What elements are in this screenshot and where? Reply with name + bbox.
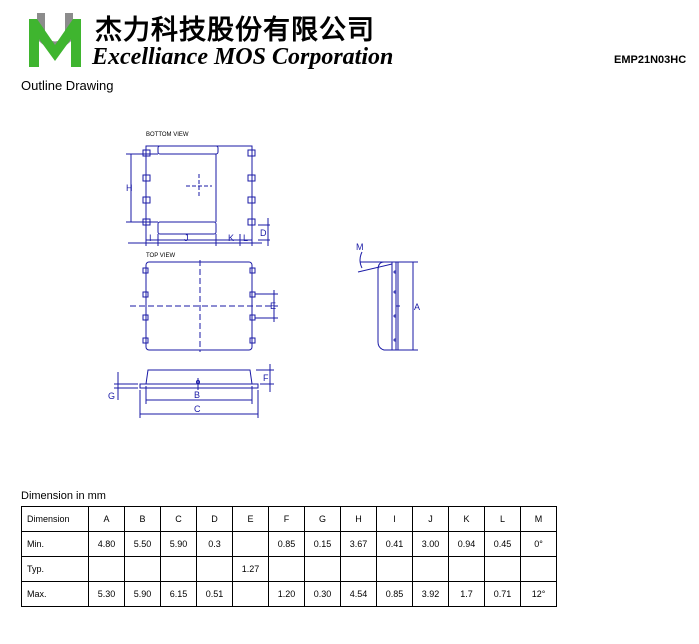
part-number: EMP21N03HC [614,54,687,66]
table-cell [160,556,197,582]
table-cell [124,556,161,582]
table-cell [376,556,413,582]
table-cell: 3.67 [340,531,377,557]
row-label: Min. [21,531,89,557]
table-cell: 5.90 [124,581,161,607]
column-header: E [232,506,269,532]
bottom-pad-bottom [157,221,217,235]
dim-label-h: H [126,183,133,193]
row-label: Max. [21,581,89,607]
row-label: Typ. [21,556,89,582]
table-cell: 5.50 [124,531,161,557]
table-cell: 0° [520,531,557,557]
table-cell [484,556,521,582]
dim-label-m: M [356,242,364,252]
right-lead-3 [247,196,256,204]
column-header: K [448,506,485,532]
table-cell [268,556,305,582]
table-cell: 5.90 [160,531,197,557]
logo-green-m [29,19,81,67]
table-cell: 1.20 [268,581,305,607]
table-cell: 6.15 [160,581,197,607]
header-label: Dimension [21,506,89,532]
table-cell: 3.92 [412,581,449,607]
table-cell: 0.85 [376,581,413,607]
left-lead-2 [142,174,151,182]
dim-label-l: L [243,233,248,243]
table-cell [88,556,125,582]
table-cell [304,556,341,582]
dim-label-g: G [108,391,115,401]
table-cell: 1.7 [448,581,485,607]
table-cell: 0.3 [196,531,233,557]
right-side-view-outline [377,261,397,351]
dim-label-i: I [149,233,152,243]
table-cell: 5.30 [88,581,125,607]
table-cell: 0.15 [304,531,341,557]
table-cell [448,556,485,582]
table-cell: 4.54 [340,581,377,607]
dim-label-a: A [414,302,420,312]
dimension-table-title: Dimension in mm [21,490,106,502]
table-cell: 0.94 [448,531,485,557]
column-header: A [88,506,125,532]
bottom-pad-top [157,145,219,155]
table-cell: 0.41 [376,531,413,557]
table-cell: 12° [520,581,557,607]
left-lead-1 [142,149,151,157]
column-header: D [196,506,233,532]
table-cell: 0.51 [196,581,233,607]
bottom-view-label: BOTTOM VIEW [146,132,189,138]
column-header: H [340,506,377,532]
company-english-name: Excelliance MOS Corporation [92,44,394,70]
table-cell [412,556,449,582]
table-cell: 0.30 [304,581,341,607]
column-header: G [304,506,341,532]
table-cell [196,556,233,582]
table-row: Min. 4.80 5.50 5.90 0.3 0.85 0.15 3.67 0… [21,531,557,557]
dim-label-b: B [194,390,200,400]
table-cell: 3.00 [412,531,449,557]
column-header: M [520,506,557,532]
dim-label-j: J [184,233,189,243]
outline-drawing: BOTTOM VIEW TOP VIEW [108,132,420,418]
table-cell: 0.45 [484,531,521,557]
table-cell: 0.71 [484,581,521,607]
table-cell: 1.27 [232,556,269,582]
column-header: B [124,506,161,532]
dim-label-k: K [228,233,234,243]
right-lead-1 [247,149,256,157]
outline-drawing-title: Outline Drawing [21,78,114,93]
company-logo [29,13,81,67]
table-cell [340,556,377,582]
dim-label-c: C [194,404,201,414]
right-lead-2 [247,174,256,182]
table-cell [232,581,269,607]
dim-label-d: D [260,228,267,238]
table-row: Max. 5.30 5.90 6.15 0.51 1.20 0.30 4.54 … [21,581,557,607]
top-view-label: TOP VIEW [146,253,175,259]
table-cell [232,531,269,557]
dim-label-e: E [270,301,276,311]
column-header: J [412,506,449,532]
table-cell: 0.85 [268,531,305,557]
column-header: C [160,506,197,532]
dimension-table: Dimension A B C D E F G H I J K L M Min.… [21,506,557,607]
dim-label-f: F [263,373,269,383]
table-header-row: Dimension A B C D E F G H I J K L M [21,506,557,532]
right-lead-4 [247,218,256,226]
table-cell: 4.80 [88,531,125,557]
column-header: I [376,506,413,532]
column-header: L [484,506,521,532]
table-row: Typ. 1.27 [21,556,557,582]
table-cell [520,556,557,582]
column-header: F [268,506,305,532]
company-chinese-name: 杰力科技股份有限公司 [95,15,375,46]
left-lead-3 [142,196,151,204]
